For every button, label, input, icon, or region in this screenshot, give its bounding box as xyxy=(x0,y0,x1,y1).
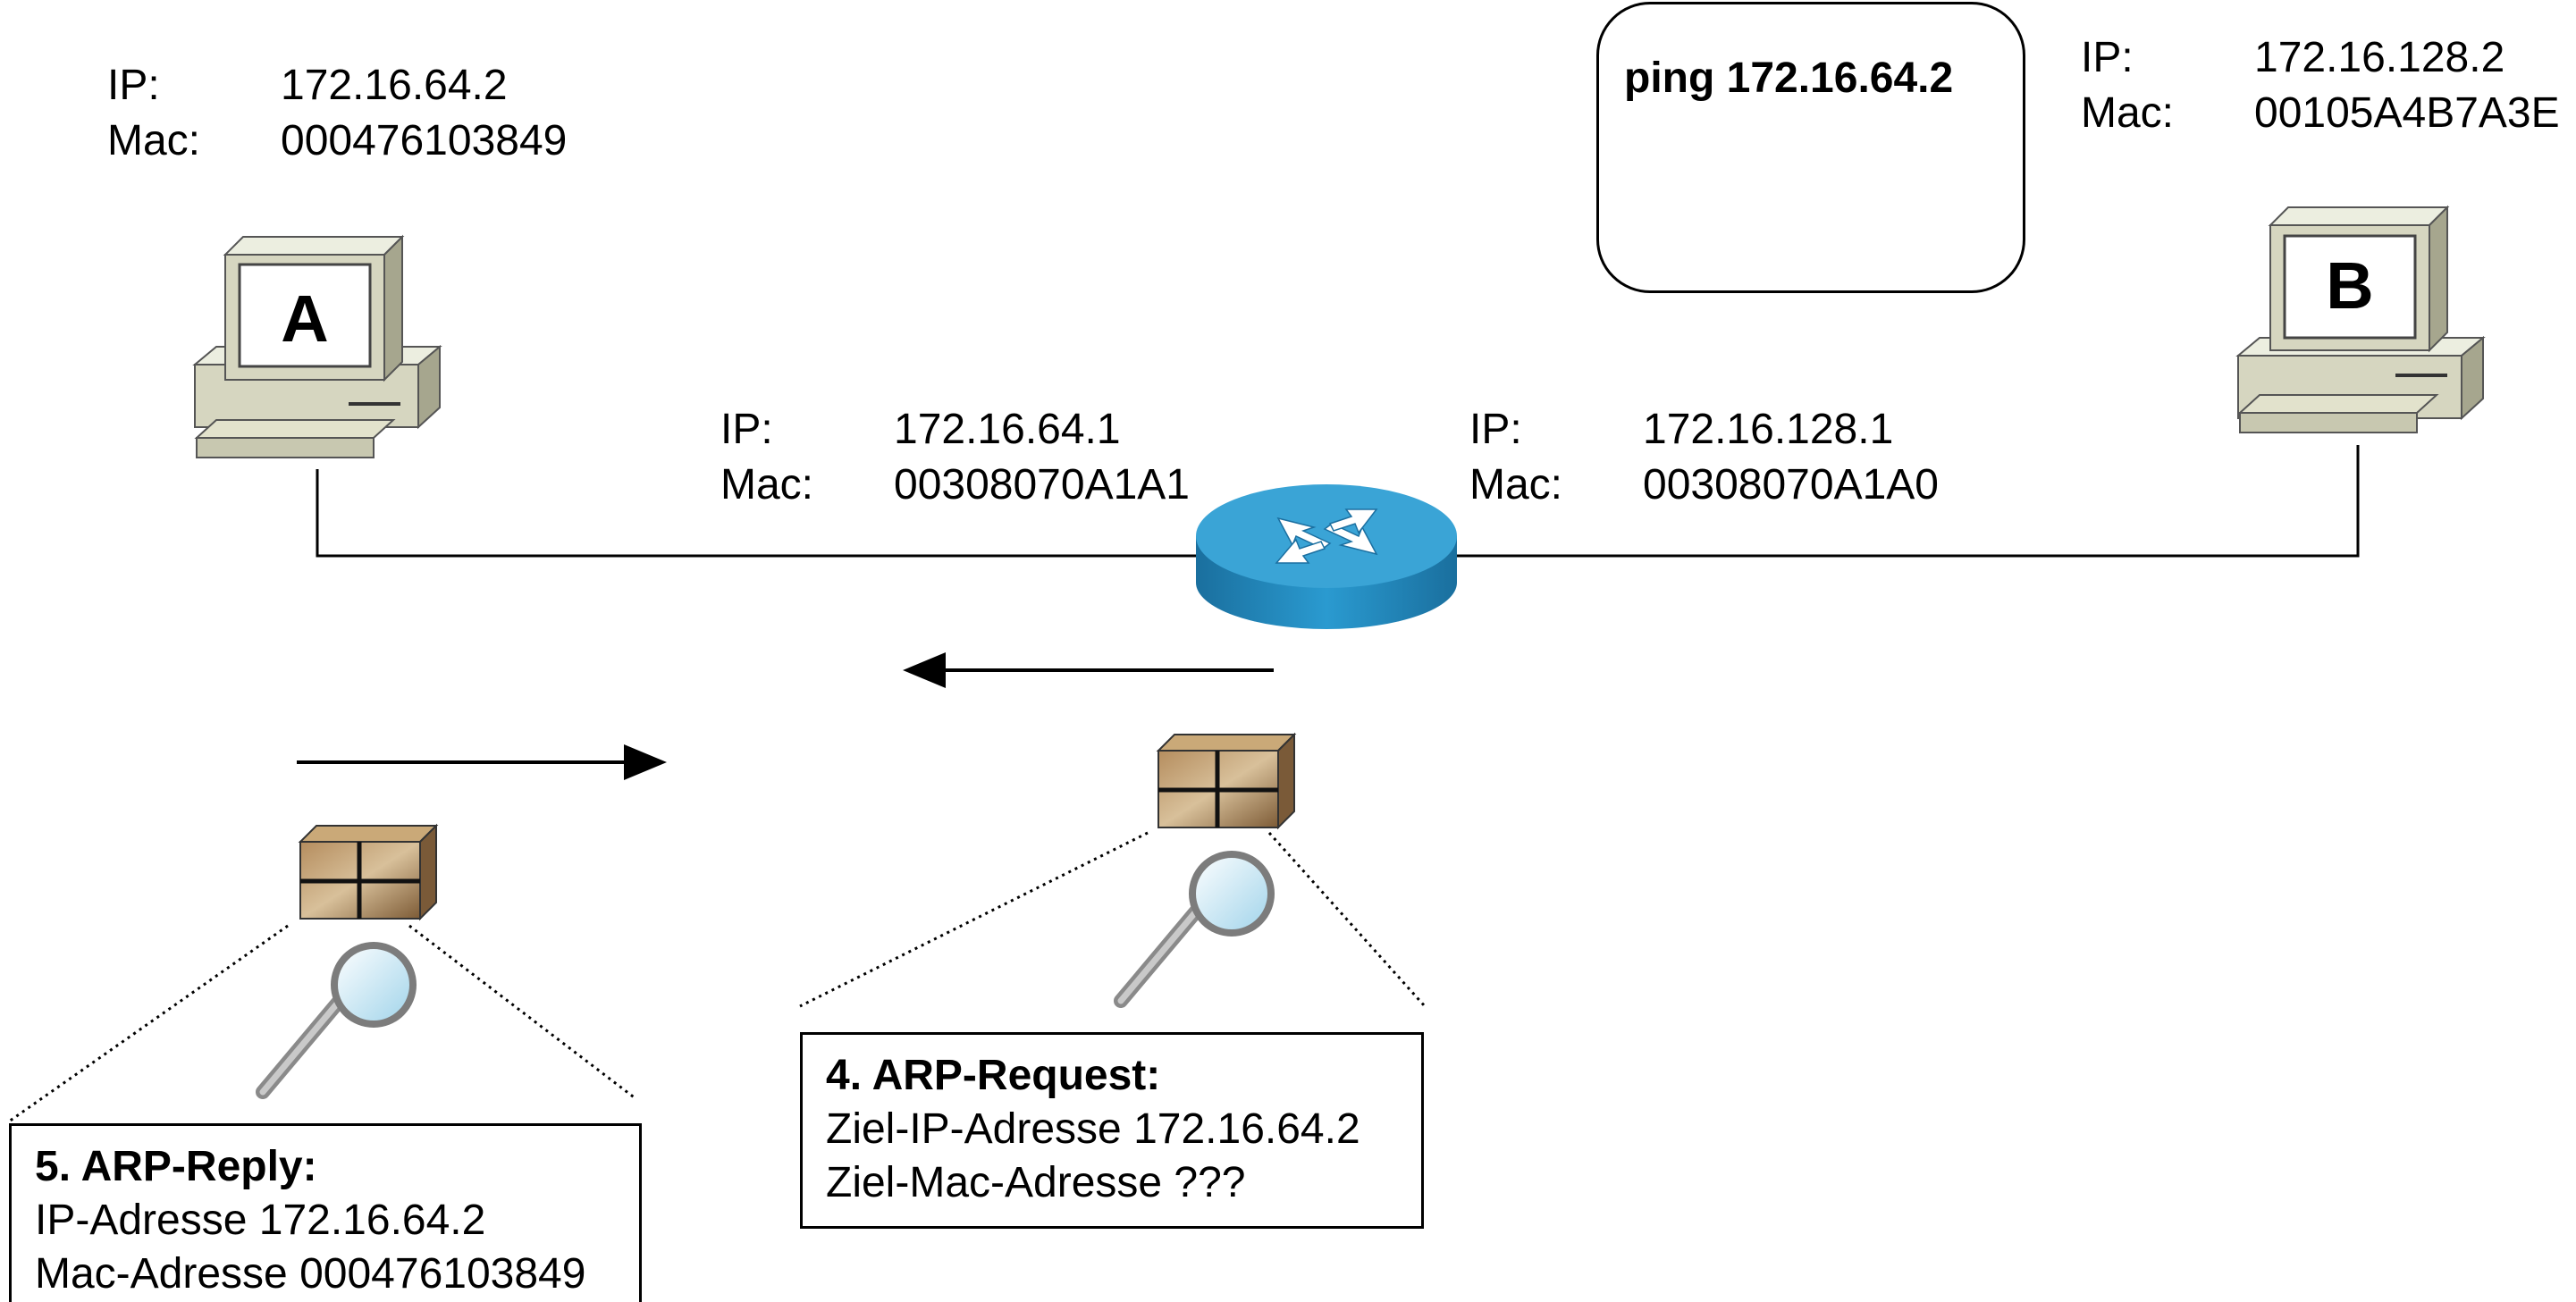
magnifier-reply-icon xyxy=(256,942,417,1099)
cable-router-to-b xyxy=(1448,445,2360,558)
arp-request-line1: Ziel-IP-Adresse 172.16.64.2 xyxy=(826,1105,1360,1153)
arp-reply-line1: IP-Adresse 172.16.64.2 xyxy=(35,1197,486,1244)
host-b-mac-label: Mac: xyxy=(2081,89,2175,137)
router-right-ip: 172.16.128.1 xyxy=(1643,406,1894,453)
router-left-ip-label: IP: xyxy=(720,406,773,453)
pc-b-label: B xyxy=(2326,248,2373,323)
router-right-info: IP: 172.16.128.1 Mac: 00308070A1A0 xyxy=(1469,402,2006,513)
host-a-ip: 172.16.64.2 xyxy=(281,62,508,109)
router-left-mac: 00308070A1A1 xyxy=(894,461,1190,508)
host-b-info: IP: 172.16.128.2 Mac: 00105A4B7A3E xyxy=(2081,30,2576,141)
host-b-mac: 00105A4B7A3E xyxy=(2254,89,2560,137)
pc-a-icon xyxy=(192,234,442,458)
packet-reply-icon xyxy=(298,823,439,921)
host-b-ip-label: IP: xyxy=(2081,34,2134,81)
arp-reply-line2: Mac-Adresse 000476103849 xyxy=(35,1250,586,1298)
packet-request-icon xyxy=(1156,732,1297,830)
router-icon xyxy=(1196,484,1457,629)
ping-command-box: ping 172.16.64.2 xyxy=(1596,2,2025,293)
pc-a-label: A xyxy=(281,281,328,356)
arp-request-box: 4. ARP-Request: Ziel-IP-Adresse 172.16.6… xyxy=(800,1032,1424,1229)
arp-request-title: 4. ARP-Request: xyxy=(826,1052,1161,1099)
router-left-mac-label: Mac: xyxy=(720,461,814,508)
arp-request-line2: Ziel-Mac-Adresse ??? xyxy=(826,1159,1246,1206)
arp-reply-box: 5. ARP-Reply: IP-Adresse 172.16.64.2 Mac… xyxy=(9,1123,642,1302)
pc-b-icon xyxy=(2235,205,2486,433)
router-left-ip: 172.16.64.1 xyxy=(894,406,1121,453)
host-a-mac-label: Mac: xyxy=(107,117,201,164)
host-b-ip: 172.16.128.2 xyxy=(2254,34,2505,81)
router-right-mac: 00308070A1A0 xyxy=(1643,461,1939,508)
host-a-mac: 000476103849 xyxy=(281,117,568,164)
magnifier-request-icon xyxy=(1114,851,1275,1008)
router-right-mac-label: Mac: xyxy=(1469,461,1563,508)
ping-command-text: ping 172.16.64.2 xyxy=(1624,55,1954,102)
cable-a-to-router xyxy=(316,469,1198,558)
router-right-ip-label: IP: xyxy=(1469,406,1522,453)
router-left-info: IP: 172.16.64.1 Mac: 00308070A1A1 xyxy=(720,402,1257,513)
host-a-ip-label: IP: xyxy=(107,62,160,109)
arp-reply-title: 5. ARP-Reply: xyxy=(35,1143,317,1190)
host-a-info: IP: 172.16.64.2 Mac: 000476103849 xyxy=(107,58,644,169)
